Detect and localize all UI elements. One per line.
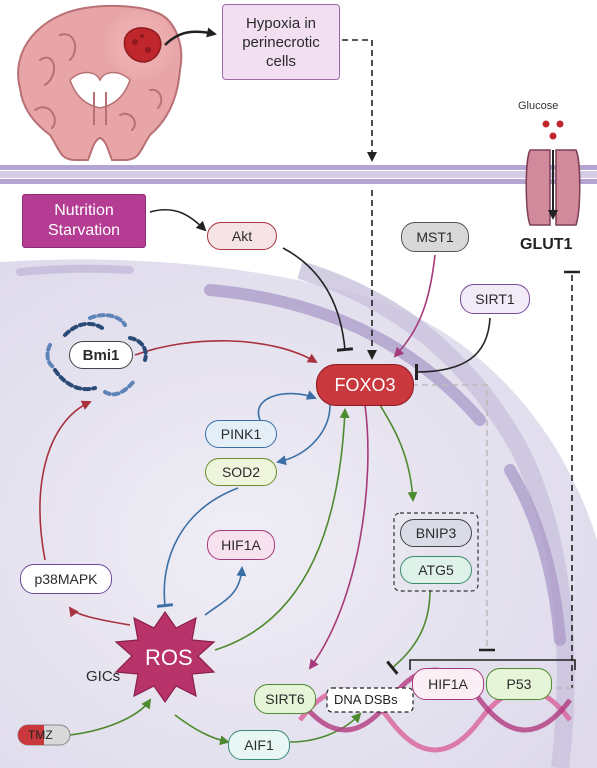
nutrition-starvation-box: Nutrition Starvation	[22, 194, 146, 248]
bnip3-node: BNIP3	[400, 519, 472, 547]
akt-node: Akt	[207, 222, 277, 250]
sirt6-node: SIRT6	[254, 684, 316, 714]
aif1-node: AIF1	[228, 730, 290, 760]
ros-star	[114, 610, 216, 704]
dna-dsbs-box	[326, 687, 414, 713]
glut1-transporter	[525, 149, 581, 226]
pink1-node: PINK1	[205, 420, 277, 448]
atg5-node: ATG5	[400, 556, 472, 584]
hypoxia-box: Hypoxia in perinecrotic cells	[222, 4, 340, 80]
bmi1-chromatin	[45, 313, 148, 397]
foxo3-node: FOXO3	[316, 364, 414, 406]
glucose-label: Glucose	[518, 100, 559, 112]
mst1-node: MST1	[401, 222, 469, 252]
dna-dsbs-label: DNA DSBs	[334, 692, 398, 707]
sirt1-node: SIRT1	[460, 284, 530, 314]
sod2-node: SOD2	[205, 458, 277, 486]
hif1a-node-nucleus: HIF1A	[412, 668, 484, 700]
brain-illustration	[17, 4, 183, 161]
arrows	[39, 27, 580, 746]
bmi1-node: Bmi1	[69, 341, 133, 369]
cell-membrane	[0, 165, 597, 184]
gics-label: GICs	[86, 668, 121, 685]
tmz-label: TMZ	[28, 728, 53, 742]
glucose-molecules	[542, 120, 564, 140]
bnip3-atg5-group	[393, 512, 479, 592]
p53-node: P53	[486, 668, 552, 700]
ros-label: ROS	[145, 645, 193, 670]
glut1-label: GLUT1	[520, 236, 573, 253]
p38mapk-node: p38MAPK	[20, 564, 112, 594]
hif1a-node-cytoplasm: HIF1A	[207, 530, 275, 560]
tmz-pill	[17, 724, 71, 746]
